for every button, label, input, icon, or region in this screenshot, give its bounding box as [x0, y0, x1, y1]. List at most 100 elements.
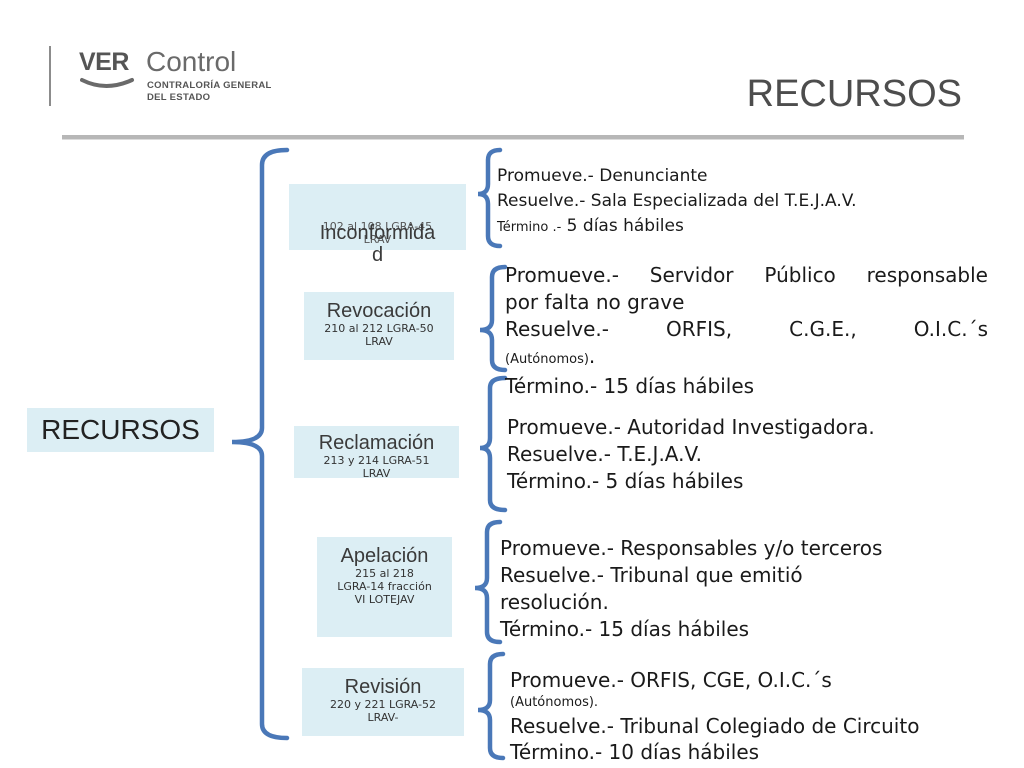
promueve-label: Promueve.- [507, 415, 621, 439]
termino-value: 15 días hábiles [592, 617, 750, 641]
node-inconformidad: 102 al 108 LGRA-45 LRAV Inconformida d [289, 184, 466, 266]
node-title-line2: d [371, 244, 384, 266]
node-revocacion: Revocación 210 al 212 LGRA-50 LRAV [304, 292, 454, 360]
logo-swoosh-icon [80, 78, 134, 88]
resuelve-label: Resuelve.- [500, 563, 604, 587]
resuelve-line: Resuelve.- ORFIS, C.G.E., O.I.C.´s [505, 316, 988, 343]
bracket-reclamacion [479, 375, 508, 513]
root-title: RECURSOS [41, 414, 200, 445]
resuelve-cont-line: resolución. [500, 590, 609, 614]
promueve-label: Promueve.- [505, 263, 619, 287]
termino-line: Término.- 15 días hábiles [505, 373, 988, 400]
promueve-value: Responsables y/o terceros [613, 536, 883, 560]
page-title: RECURSOS [746, 73, 962, 115]
node-ref-line2: LRAV- [367, 711, 399, 724]
node-revision: Revisión 220 y 221 LGRA-52 LRAV- [302, 668, 464, 736]
details-inconformidad: Promueve.- Denunciante Resuelve.- Sala E… [497, 164, 857, 240]
termino-label: Término.- [505, 374, 598, 398]
resuelve-label: Resuelve.- [507, 442, 611, 466]
node-ref-line2: LRAV [365, 335, 393, 348]
node-ref: 102 al 108 LGRA-45 LRAV [289, 220, 466, 246]
node-title-line1: Inconformida [319, 222, 436, 244]
promueve-line: Promueve.- Responsables y/o terceros [500, 535, 882, 562]
promueve-value: Autoridad Investigadora. [620, 415, 875, 439]
termino-label: Término.- [500, 617, 593, 641]
logo-subtitle: CONTRALORÍA GENERAL DEL ESTADO [147, 80, 272, 104]
node-reclamacion: Reclamación 213 y 214 LGRA-51 LRAV [294, 426, 459, 480]
resuelve-value: Tribunal que emitió [603, 563, 803, 587]
logo-control-text: Control [146, 46, 237, 77]
details-reclamacion: Promueve.- Autoridad Investigadora. Resu… [507, 414, 875, 495]
node-ref-line2: LRAV [362, 467, 391, 480]
details-apelacion: Promueve.- Responsables y/o terceros Res… [500, 535, 882, 643]
node-ref-line3: VI LOTEJAV [354, 593, 415, 606]
node-ref-line1: 220 y 221 LGRA-52 [329, 698, 437, 711]
termino-line: Término.- 5 días hábiles [507, 468, 875, 495]
termino-line: Término.- 15 días hábiles [500, 616, 882, 643]
node-ref-line1: 215 al 218 [355, 567, 414, 580]
main-bracket [231, 147, 290, 741]
node-ref-line2: LGRA-14 fracción [337, 580, 432, 593]
promueve-line: Promueve.- Servidor Público responsable [505, 262, 988, 289]
node-ref-line1: 213 y 214 LGRA-51 [323, 454, 430, 467]
bracket-revision [477, 651, 506, 761]
resuelve-value: ORFIS, C.G.E., O.I.C.´s [608, 317, 988, 341]
node-apelacion: Apelación 215 al 218 LGRA-14 fracción VI… [317, 537, 452, 637]
root-box: RECURSOS [27, 408, 214, 452]
termino-label: Término.- [510, 740, 603, 764]
bracket-revocacion [479, 264, 508, 373]
resuelve-line: Resuelve.- Tribunal que emitió [500, 562, 882, 589]
termino-value: 15 días hábiles [597, 374, 755, 398]
node-ref-line1: 102 al 108 LGRA-45 [322, 220, 433, 233]
resuelve-value-tribunal: T.E.J.A.V. [784, 191, 857, 211]
logo-divider [49, 46, 51, 106]
node-title: Revisión [344, 676, 422, 698]
promueve-value: Denunciante [593, 166, 708, 186]
promueve-label: Promueve.- [497, 166, 594, 186]
resuelve-label: Resuelve.- [510, 714, 614, 738]
promueve-value: Servidor Público responsable [618, 263, 988, 287]
termino-label: Término .- [497, 220, 562, 235]
title-rule-shadow [62, 139, 964, 140]
node-ref-line1: 210 al 212 LGRA-50 [324, 322, 434, 335]
node-title: Revocación [326, 300, 432, 322]
resuelve-value: T.E.J.A.V. [617, 442, 702, 466]
node-title: Inconformida d [289, 222, 466, 266]
resuelve-label: Resuelve.- [505, 317, 609, 341]
resuelve-line: Resuelve.- T.E.J.A.V. [507, 441, 875, 468]
termino-value: 5 días hábiles [599, 469, 744, 493]
node-ref-line2: LRAV [363, 233, 392, 246]
promueve-label: Promueve.- [500, 536, 614, 560]
resuelve-autonomos: (Autónomos) [505, 352, 589, 367]
node-title: Reclamación [318, 432, 435, 454]
resuelve-end: . [588, 344, 596, 368]
resuelve-value: Sala Especializada del [585, 191, 785, 211]
bracket-inconformidad [477, 147, 503, 249]
resuelve-line: Resuelve.- Sala Especializada del T.E.J.… [497, 189, 857, 214]
logo-subtitle-line1: CONTRALORÍA GENERAL [147, 80, 272, 91]
promueve-value: ORFIS, CGE, O.I.C.´s [623, 668, 832, 692]
promueve-line: Promueve.- Autoridad Investigadora. [507, 414, 875, 441]
title-rule [62, 135, 964, 139]
node-title: Apelación [340, 545, 429, 567]
resuelve-line: Resuelve.- Tribunal Colegiado de Circuit… [510, 713, 919, 739]
termino-line: Término .- 5 días hábiles [497, 214, 857, 240]
bracket-apelacion [474, 519, 503, 645]
promueve-line: Promueve.- Denunciante [497, 164, 857, 189]
promueve-line: Promueve.- ORFIS, CGE, O.I.C.´s [510, 667, 919, 693]
termino-line: Término.- 10 días hábiles [510, 739, 919, 765]
logo-subtitle-line2: DEL ESTADO [147, 92, 211, 103]
promueve-autonomos: (Autónomos). [510, 695, 599, 710]
resuelve-cont-line: (Autónomos). [505, 343, 988, 373]
resuelve-label: Resuelve.- [497, 191, 586, 211]
logo-ver-text: VER [79, 48, 129, 76]
promueve-label: Promueve.- [510, 668, 624, 692]
termino-value: 10 días hábiles [602, 740, 760, 764]
details-revocacion: Promueve.- Servidor Público responsable … [505, 262, 988, 400]
resuelve-value: Tribunal Colegiado de Circuito [613, 714, 920, 738]
termino-value: 5 días hábiles [561, 216, 684, 236]
details-revision: Promueve.- ORFIS, CGE, O.I.C.´s (Autónom… [510, 667, 919, 765]
termino-label: Término.- [507, 469, 600, 493]
promueve-cont-line: por falta no grave [505, 290, 685, 314]
